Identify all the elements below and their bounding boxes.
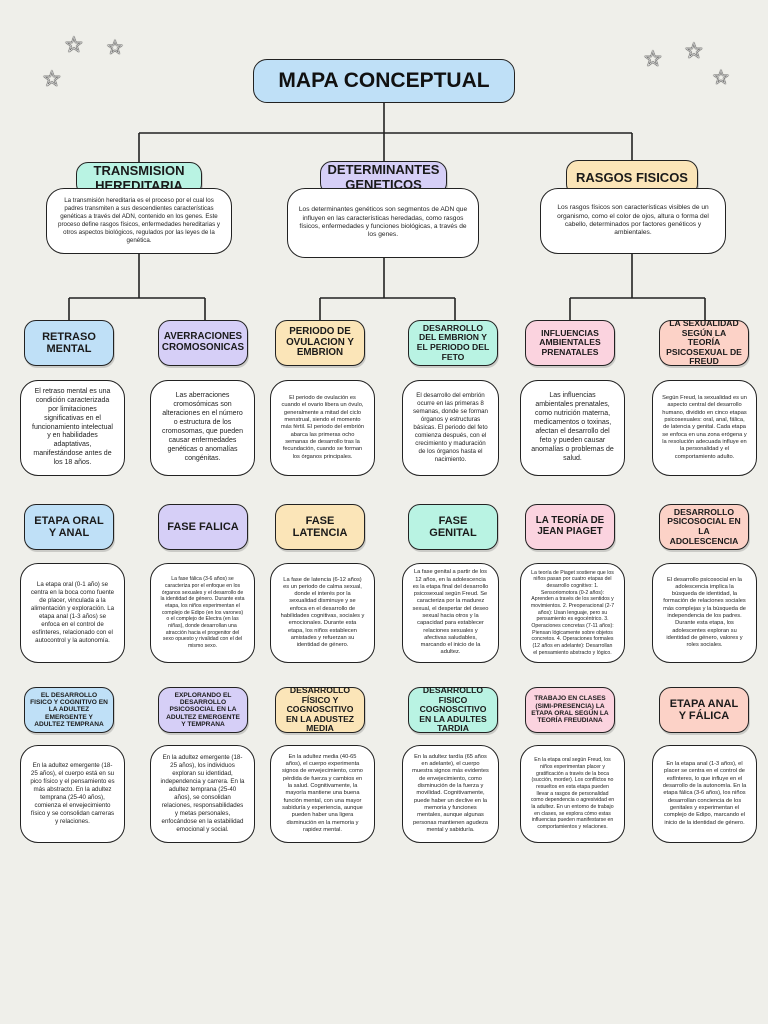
concept-text-2-0: El periodo de ovulación es cuando el ova… [270, 380, 375, 476]
concept-header-0-0: RETRASO MENTAL [24, 320, 114, 366]
star-icon: ☆ [712, 67, 730, 89]
concept-text-2-2: En la adultez media (40-65 años), el cue… [270, 745, 375, 843]
concept-header-2-0: PERIODO DE OVULACION Y EMBRION [275, 320, 365, 366]
concept-text-0-2: En la adultez emergente (18-25 años), el… [20, 745, 125, 843]
concept-header-5-2: ETAPA ANAL Y FÁLICA [659, 687, 749, 733]
concept-text-5-0: Según Freud, la sexualidad es un aspecto… [652, 380, 757, 476]
star-icon: ☆ [643, 46, 663, 71]
star-icon: ☆ [42, 66, 62, 91]
concept-text-4-1: La teoría de Piaget sostiene que los niñ… [520, 563, 625, 663]
concept-text-1-1: La fase fálica (3-6 años) se caracteriza… [150, 563, 255, 663]
concept-header-1-0: AVERRACIONES CROMOSONICAS [158, 320, 248, 366]
concept-text-5-1: El desarrollo psicosocial en la adolesce… [652, 563, 757, 663]
text-rasgos-fisicos: Los rasgos físicos son características v… [540, 188, 726, 254]
concept-header-5-0: LA SEXUALIDAD SEGÚN LA TEORÍA PSICOSEXUA… [659, 318, 749, 366]
concept-text-4-2: En la etapa oral según Freud, los niños … [520, 745, 625, 843]
concept-text-2-1: La fase de latencia (6-12 años) es un pe… [270, 563, 375, 663]
concept-header-4-0: INFLUENCIAS AMBIENTALES PRENATALES [525, 320, 615, 366]
concept-text-3-0: El desarrollo del embrión ocurre en las … [402, 380, 499, 476]
concept-header-3-0: DESARROLLO DEL EMBRION Y EL PERIODO DEL … [408, 320, 498, 366]
concept-header-3-1: FASE GENITAL [408, 504, 498, 550]
concept-header-4-2: TRABAJO EN CLASES (SIMI-PRESENCIA) LA ET… [525, 687, 615, 733]
text-determinantes-geneticos: Los determinantes genéticos son segmento… [287, 188, 479, 258]
concept-text-5-2: En la etapa anal (1-3 años), el placer s… [652, 745, 757, 843]
concept-header-4-1: LA TEORÍA DE JEAN PIAGET [525, 504, 615, 550]
concept-header-3-2: DESARROLLO FISICO COGNOSCITIVO EN LA ADU… [408, 685, 498, 733]
concept-text-1-0: Las aberraciones cromosómicas son altera… [150, 380, 255, 476]
concept-header-5-1: DESARROLLO PSICOSOCIAL EN LA ADOLESCENCI… [659, 504, 749, 550]
concept-header-0-2: EL DESARROLLO FISICO Y COGNITIVO EN LA A… [24, 687, 114, 733]
concept-text-0-1: La etapa oral (0-1 año) se centra en la … [20, 563, 125, 663]
concept-text-3-2: En la adultez tardía (65 años en adelant… [402, 745, 499, 843]
concept-header-0-1: ETAPA ORAL Y ANAL [24, 504, 114, 550]
star-icon: ☆ [106, 37, 124, 59]
text-transmision-hereditaria: La transmisión hereditaria es el proceso… [46, 188, 232, 254]
concept-header-1-1: FASE FALICA [158, 504, 248, 550]
concept-header-2-1: FASE LATENCIA [275, 504, 365, 550]
concept-header-1-2: EXPLORANDO EL DESARROLLO PSICOSOCIAL EN … [158, 687, 248, 733]
star-icon: ☆ [684, 38, 704, 63]
concept-text-1-2: En la adultez emergente (18-25 años), lo… [150, 745, 255, 843]
concept-header-2-2: DESARROLLO FÍSICO Y COGNOSCITIVO EN LA A… [275, 685, 365, 733]
concept-text-3-1: La fase genital a partir de los 12 años,… [402, 563, 499, 663]
star-icon: ☆ [64, 32, 84, 57]
concept-text-0-0: El retraso mental es una condición carac… [20, 380, 125, 476]
concept-text-4-0: Las influencias ambientales prenatales, … [520, 380, 625, 476]
page-title: MAPA CONCEPTUAL [253, 59, 515, 103]
